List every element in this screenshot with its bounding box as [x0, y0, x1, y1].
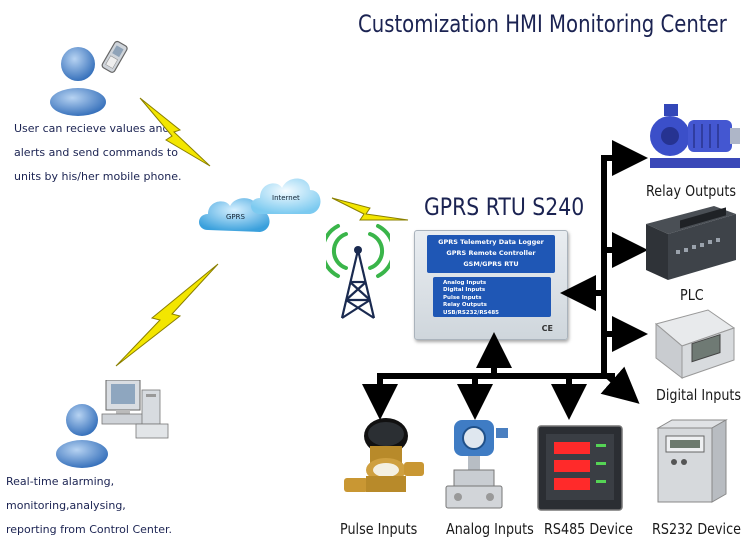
- rtu-io-line: Relay Outputs: [443, 302, 487, 309]
- control-center-note: Real-time alarming, monitoring,analysing…: [6, 475, 172, 536]
- lightning-icon: [136, 94, 216, 178]
- user-note: User can recieve values and alerts and s…: [14, 122, 182, 183]
- control-center-icon: [56, 379, 176, 474]
- ce-mark: CE: [541, 324, 553, 333]
- relay-outputs-label: Relay Outputs: [646, 182, 737, 200]
- rtu-header-line: GPRS Remote Controller: [446, 249, 536, 257]
- rtu-header-line: GSM/GPRS RTU: [463, 260, 519, 268]
- sensor-icon: [648, 306, 738, 386]
- power-meter-icon: [534, 422, 626, 518]
- water-meter-icon: [338, 412, 428, 516]
- rtu-io-line: Pulse Inputs: [443, 294, 482, 301]
- pressure-transmitter-icon: [444, 412, 514, 520]
- rtu-header: GPRS Telemetry Data Logger GPRS Remote C…: [427, 235, 555, 273]
- pump-icon: [644, 100, 744, 182]
- plc-label: PLC: [680, 286, 704, 304]
- rtu-io-line: USB/RS232/RS485: [443, 309, 499, 316]
- rtu-header-line: GPRS Telemetry Data Logger: [438, 238, 544, 246]
- internet-cloud-label: Internet: [272, 194, 300, 202]
- mobile-user-icon: [44, 38, 130, 122]
- rtu-io-panel: Analog Inputs Digital Inputs Pulse Input…: [433, 277, 551, 317]
- diagram-title: Customization HMI Monitoring Center: [358, 10, 727, 38]
- device-name: GPRS RTU S240: [424, 193, 585, 221]
- pulse-inputs-label: Pulse Inputs: [340, 520, 418, 538]
- internet-cloud-icon: [248, 172, 324, 226]
- lightning-icon: [330, 190, 410, 244]
- rtu-io-line: Digital Inputs: [443, 287, 486, 294]
- gprs-cloud-label: GPRS: [226, 213, 245, 221]
- rs485-device-label: RS485 Device: [544, 520, 633, 538]
- lightning-icon: [112, 262, 222, 376]
- digital-inputs-label: Digital Inputs: [656, 386, 742, 404]
- rtu-io-line: Analog Inputs: [443, 280, 487, 286]
- plc-icon: [640, 202, 740, 288]
- analog-inputs-label: Analog Inputs: [446, 520, 534, 538]
- cabinet-device-icon: [654, 418, 730, 508]
- rs232-device-label: RS232 Device: [652, 520, 741, 538]
